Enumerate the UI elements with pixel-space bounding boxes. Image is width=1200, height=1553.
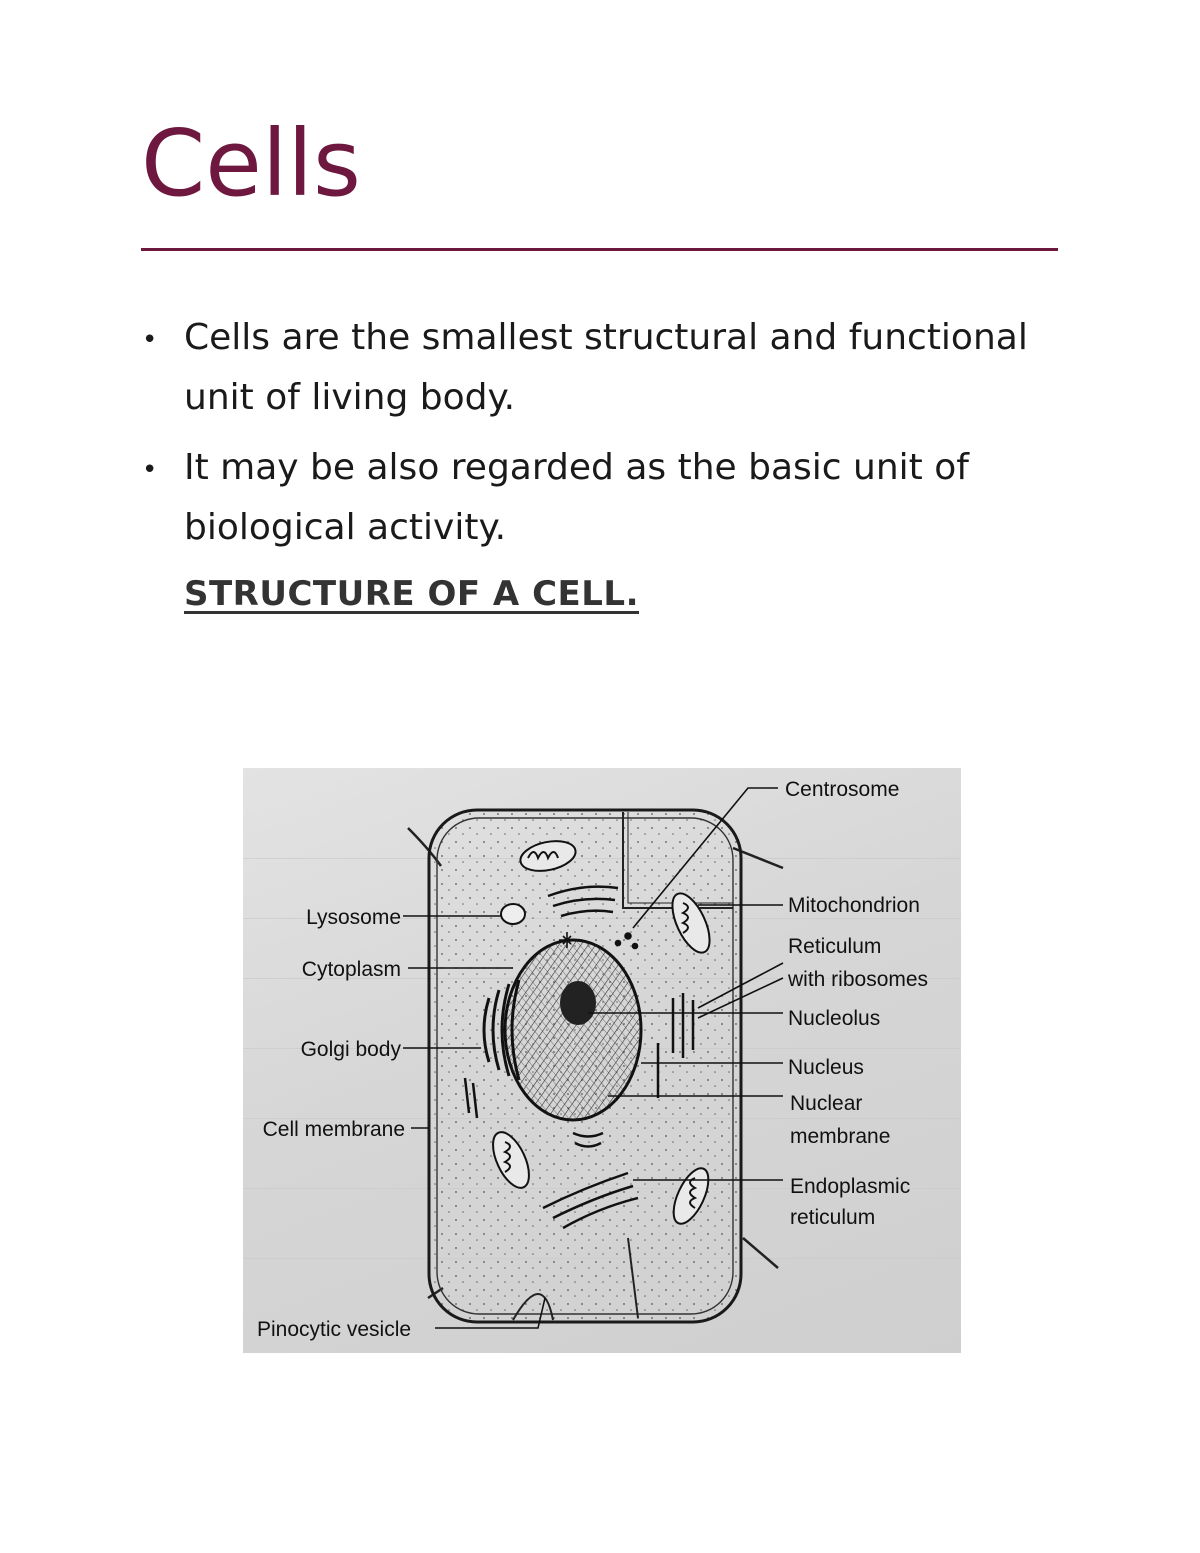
label-mitochondrion: Mitochondrion — [788, 894, 920, 917]
label-cytoplasm: Cytoplasm — [302, 958, 401, 981]
bullet-icon: • — [142, 455, 158, 485]
label-centrosome: Centrosome — [785, 778, 899, 801]
bullet-text: It may be also regarded as the basic uni… — [184, 447, 969, 548]
label-nuclear-2: membrane — [790, 1125, 890, 1148]
leader-lines — [403, 787, 784, 1329]
mitochondria-shapes — [492, 840, 711, 1225]
page-title: Cells — [141, 110, 361, 217]
centrosome-shape — [559, 932, 639, 950]
label-endoplasmic-1: Endoplasmic — [790, 1175, 910, 1198]
list-item: • It may be also regarded as the basic un… — [141, 438, 1071, 558]
list-item: • Cells are the smallest structural and f… — [141, 308, 1071, 428]
label-cell-membrane: Cell membrane — [263, 1118, 405, 1141]
bullet-text: Cells are the smallest structural and fu… — [184, 317, 1028, 418]
section-heading: STRUCTURE OF A CELL. — [184, 574, 640, 614]
label-nucleolus: Nucleolus — [788, 1007, 880, 1030]
er-shapes — [463, 885, 695, 1230]
bullet-list: • Cells are the smallest structural and f… — [141, 308, 1071, 568]
bullet-icon: • — [142, 325, 158, 355]
nucleolus-shape — [560, 981, 596, 1025]
label-reticulum-2: with ribosomes — [787, 968, 928, 991]
cell-diagram: Centrosome Mitochondrion Reticulum with … — [243, 778, 961, 1341]
label-reticulum-1: Reticulum — [788, 935, 881, 958]
label-endoplasmic-2: reticulum — [790, 1206, 875, 1229]
label-nuclear-1: Nuclear — [790, 1092, 862, 1115]
title-divider — [141, 248, 1058, 251]
cell-diagram-photo: Centrosome Mitochondrion Reticulum with … — [243, 768, 961, 1353]
label-lysosome: Lysosome — [306, 906, 401, 929]
label-pinocytic-vesicle: Pinocytic vesicle — [257, 1318, 411, 1341]
label-nucleus: Nucleus — [788, 1056, 864, 1079]
label-golgi: Golgi body — [301, 1038, 402, 1061]
golgi-shape — [482, 979, 521, 1081]
